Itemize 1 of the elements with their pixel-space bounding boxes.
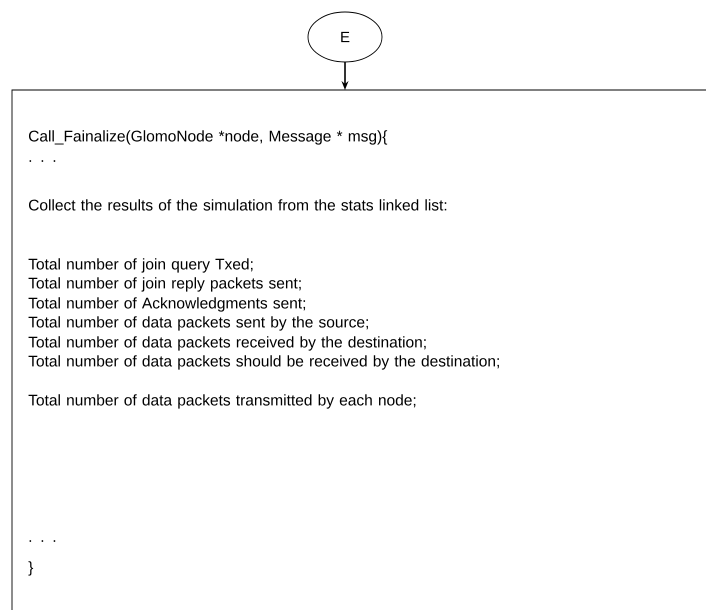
code-box: Call_Fainalize(GlomoNode *node, Message * msg){ . . . Collect the results of the simulation from the stats linked list: Total number of join query Txed; Total number of join reply packets sent; Total number of Acknowledgments sent; Total number of data packets sent by the source; Total number of data packets received by the destination; Total number of data packets should be received by the destination; Total number of data packets transmitted by each node; . . . } [12,90,706,610]
